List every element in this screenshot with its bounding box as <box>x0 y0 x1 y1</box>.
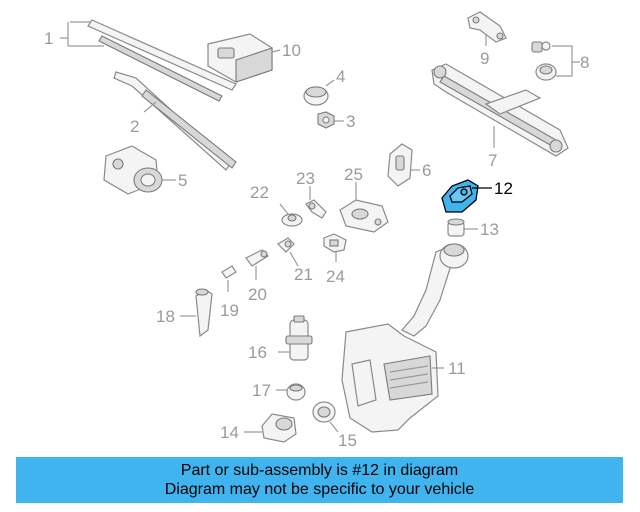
washer-pump-part[interactable] <box>285 315 313 361</box>
bracket-part[interactable] <box>467 11 507 43</box>
filler-cap-part-highlighted[interactable] <box>441 179 479 213</box>
callout-20[interactable]: 20 <box>248 285 267 304</box>
wiper-arm-part[interactable] <box>113 71 237 171</box>
leader-15 <box>329 421 339 433</box>
callout-3[interactable]: 3 <box>346 112 355 131</box>
callout-25[interactable]: 25 <box>344 165 363 184</box>
callout-11[interactable]: 11 <box>448 359 466 378</box>
seal-ring-part[interactable] <box>312 401 336 423</box>
washer-hose-part[interactable] <box>195 288 213 338</box>
callout-5[interactable]: 5 <box>178 171 187 190</box>
leader-1 <box>60 22 104 47</box>
nozzle-clip-part[interactable] <box>305 199 327 219</box>
callout-22[interactable]: 22 <box>250 183 269 202</box>
leader-8 <box>552 45 580 77</box>
callout-2[interactable]: 2 <box>130 117 139 136</box>
callout-7[interactable]: 7 <box>488 151 497 170</box>
check-valve-part[interactable] <box>277 237 295 253</box>
callout-17[interactable]: 17 <box>252 381 271 400</box>
wiper-motor-part[interactable] <box>103 145 163 195</box>
callout-12[interactable]: 12 <box>494 179 513 198</box>
callout-13[interactable]: 13 <box>480 220 499 239</box>
callout-18[interactable]: 18 <box>156 307 175 326</box>
callout-23[interactable]: 23 <box>296 169 315 188</box>
nut-part[interactable] <box>317 111 335 129</box>
seal-grommet-part[interactable] <box>281 213 303 227</box>
filler-neck-part[interactable] <box>447 218 465 237</box>
connector-part[interactable] <box>323 233 347 253</box>
callout-21[interactable]: 21 <box>294 265 313 284</box>
leader-21 <box>289 251 299 267</box>
callout-4[interactable]: 4 <box>336 67 345 86</box>
wiper-control-unit-part[interactable] <box>207 33 273 83</box>
callout-1[interactable]: 1 <box>44 29 53 48</box>
washer-reservoir-part[interactable] <box>341 243 469 433</box>
callout-19[interactable]: 19 <box>220 301 239 320</box>
banner-line-2: Diagram may not be specific to your vehi… <box>164 481 475 498</box>
info-banner: Part or sub-assembly is #12 in diagram D… <box>16 457 623 503</box>
mounting-bracket-part[interactable] <box>387 143 413 187</box>
leader-4 <box>325 79 335 87</box>
leader-10 <box>271 49 281 53</box>
callout-8[interactable]: 8 <box>580 53 589 72</box>
leader-22 <box>279 203 289 215</box>
cap-part[interactable] <box>303 86 329 106</box>
callout-16[interactable]: 16 <box>248 343 267 362</box>
wiper-linkage-part[interactable] <box>431 63 569 157</box>
wiper-blade-part[interactable] <box>70 19 237 102</box>
plug-part[interactable] <box>221 265 237 279</box>
grommet-part[interactable] <box>531 41 557 81</box>
banner-line-1: Part or sub-assembly is #12 in diagram <box>180 462 459 479</box>
leader-2 <box>143 101 157 113</box>
hose-connector-part[interactable] <box>245 249 269 267</box>
callout-14[interactable]: 14 <box>220 423 239 442</box>
callout-10[interactable]: 10 <box>282 41 301 60</box>
pump-grommet-part[interactable] <box>286 383 306 401</box>
callout-6[interactable]: 6 <box>422 161 431 180</box>
callout-24[interactable]: 24 <box>326 267 345 286</box>
callout-15[interactable]: 15 <box>338 431 357 450</box>
level-sensor-part[interactable] <box>261 413 297 443</box>
callout-9[interactable]: 9 <box>480 49 489 68</box>
washer-nozzle-part[interactable] <box>339 199 389 233</box>
